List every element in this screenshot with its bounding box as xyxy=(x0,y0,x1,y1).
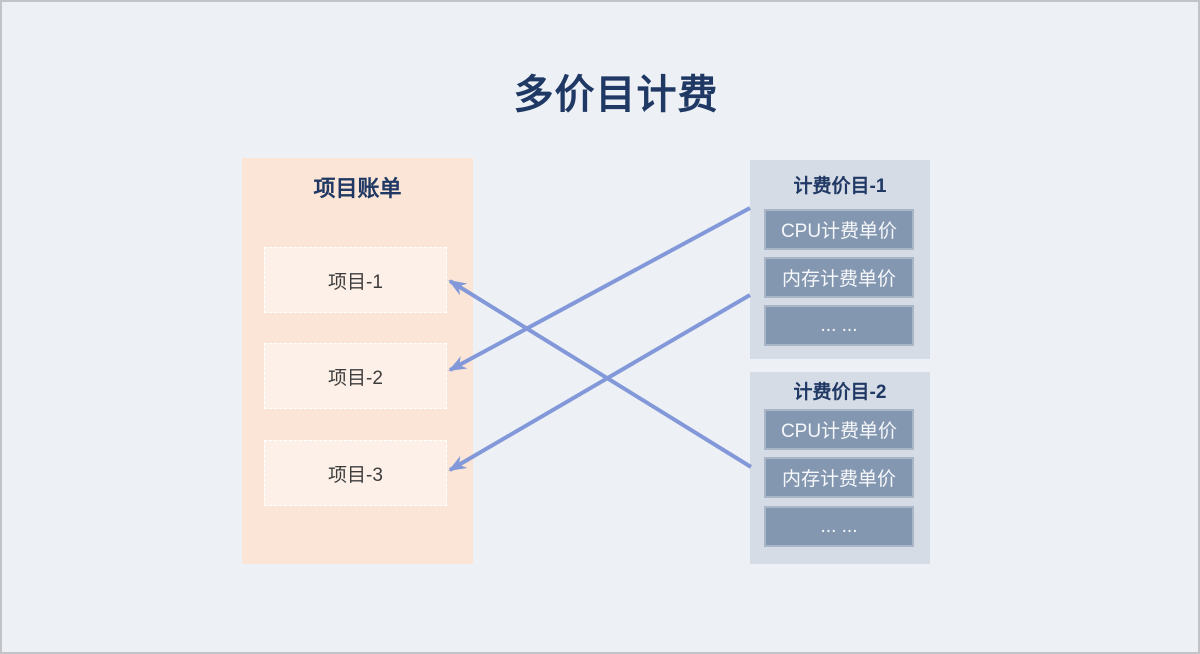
pricelist-1-item-memory: 内存计费单价 xyxy=(764,257,914,298)
bill-item-project-2: 项目-2 xyxy=(264,343,447,409)
pricelist-1-item-cpu: CPU计费单价 xyxy=(764,209,914,250)
page-title: 多价目计费 xyxy=(513,73,719,117)
pricelist-2-item-memory: 内存计费单价 xyxy=(764,457,914,498)
pricelist-1-item-more: ... ... xyxy=(764,305,914,346)
project-bill-panel: 项目账单 项目-1 项目-2 项目-3 xyxy=(242,158,473,564)
pricelist-2-item-more: ... ... xyxy=(764,506,914,547)
pricelist-1-panel: 计费价目-1 CPU计费单价 内存计费单价 ... ... xyxy=(750,160,930,359)
arrow-pricelist2-to-project1 xyxy=(448,279,753,469)
arrow-pricelist1-to-project2 xyxy=(448,206,751,372)
bill-item-project-3: 项目-3 xyxy=(264,440,447,506)
bill-item-project-1: 项目-1 xyxy=(264,247,447,313)
pricelist-2-item-cpu: CPU计费单价 xyxy=(764,409,914,450)
pricelist-2-title: 计费价目-2 xyxy=(793,382,887,403)
pricelist-1-title: 计费价目-1 xyxy=(793,176,887,197)
arrow-pricelist1-to-project3 xyxy=(448,293,752,472)
pricelist-2-panel: 计费价目-2 CPU计费单价 内存计费单价 ... ... xyxy=(750,372,930,564)
project-bill-panel-title: 项目账单 xyxy=(313,176,402,201)
